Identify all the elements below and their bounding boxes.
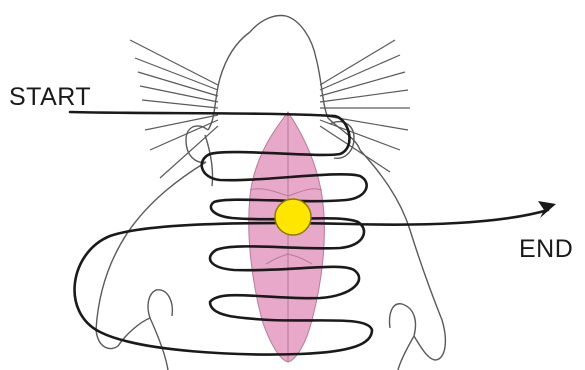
whisker <box>142 100 218 108</box>
left-paw <box>148 290 172 318</box>
body-outline-right <box>360 150 445 370</box>
whisker <box>320 120 400 150</box>
target-circle-icon <box>275 199 311 235</box>
whisker <box>145 115 218 130</box>
whisker <box>140 86 218 102</box>
whisker <box>130 40 218 85</box>
arrowhead-icon <box>538 201 556 218</box>
whisker <box>135 58 218 90</box>
whisker <box>138 72 218 96</box>
spine-region <box>249 112 325 362</box>
spine-organ-shape <box>249 112 325 362</box>
end-label: END <box>519 237 573 262</box>
right-paw <box>390 304 416 336</box>
head-outline <box>250 16 360 150</box>
start-label: START <box>9 85 91 110</box>
body-outline-left <box>96 162 206 370</box>
